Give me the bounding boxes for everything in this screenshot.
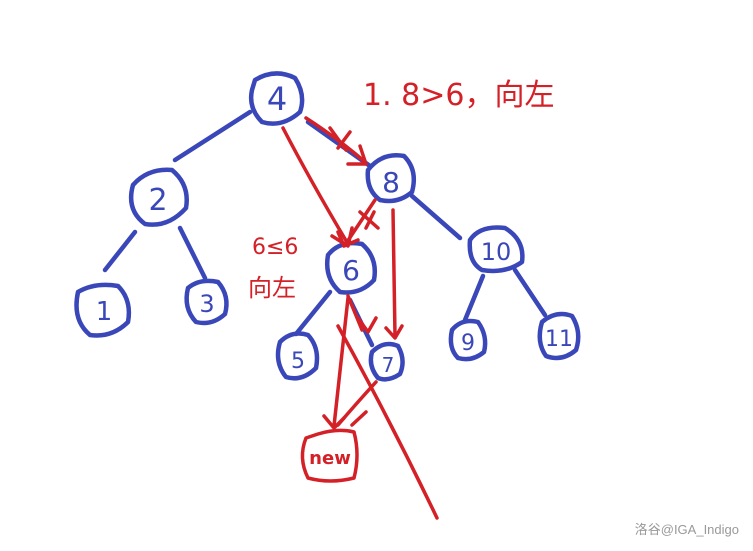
svg-text:11: 11: [545, 327, 573, 352]
svg-text:10: 10: [481, 238, 512, 266]
svg-text:7: 7: [382, 353, 395, 377]
step2-annotation-line2: 向左: [248, 274, 296, 302]
node-4: 4: [248, 71, 305, 126]
cross-mark-4-8: [328, 126, 352, 152]
tree-edges: [102, 109, 548, 348]
arrow-6-to-new: [322, 296, 350, 430]
node-11: 11: [537, 311, 581, 361]
tree-nodes: 4 2 1 3 8 6 10 9 11 5 7: [74, 71, 581, 382]
node-2: 2: [128, 167, 189, 227]
edge-8-10: [409, 193, 463, 241]
svg-text:6: 6: [342, 254, 360, 287]
edge-10-11: [512, 267, 548, 318]
svg-text:8: 8: [382, 166, 400, 199]
node-9: 9: [448, 318, 488, 362]
svg-text:4: 4: [267, 80, 287, 118]
strike-line: [336, 324, 439, 520]
svg-text:2: 2: [148, 183, 167, 218]
cross-mark-8-6: [358, 210, 380, 230]
node-3: 3: [184, 278, 229, 326]
edge-2-1: [102, 229, 138, 273]
edge-2-3: [177, 225, 208, 281]
svg-text:5: 5: [291, 349, 305, 374]
edge-6-5: [293, 289, 333, 337]
node-new: new: [300, 428, 359, 483]
node-10: 10: [467, 225, 525, 274]
edge-4-2: [172, 109, 253, 163]
svg-text:9: 9: [461, 331, 475, 356]
node-5: 5: [275, 331, 320, 381]
new-node-outline: [300, 428, 359, 483]
step2-annotation-line1: 6≤6: [252, 235, 298, 260]
svg-text:3: 3: [199, 290, 214, 318]
arrow-7-to-new: [336, 380, 378, 427]
step1-annotation: 1. 8>6，向左: [363, 78, 554, 113]
search-path-annotations: [281, 116, 439, 520]
new-node-label: new: [309, 448, 351, 469]
arrow-8-to-6: [336, 198, 377, 248]
node-1: 1: [74, 282, 132, 338]
watermark: 洛谷@IGA_Indigo: [634, 522, 739, 537]
edge-10-9: [462, 273, 486, 323]
svg-text:1: 1: [96, 297, 113, 327]
arrow-8-to-7: [384, 208, 404, 340]
node-6: 6: [325, 240, 377, 295]
node-7: 7: [368, 341, 405, 382]
arrow-6-to-7: [346, 294, 378, 334]
node-8: 8: [365, 153, 416, 204]
